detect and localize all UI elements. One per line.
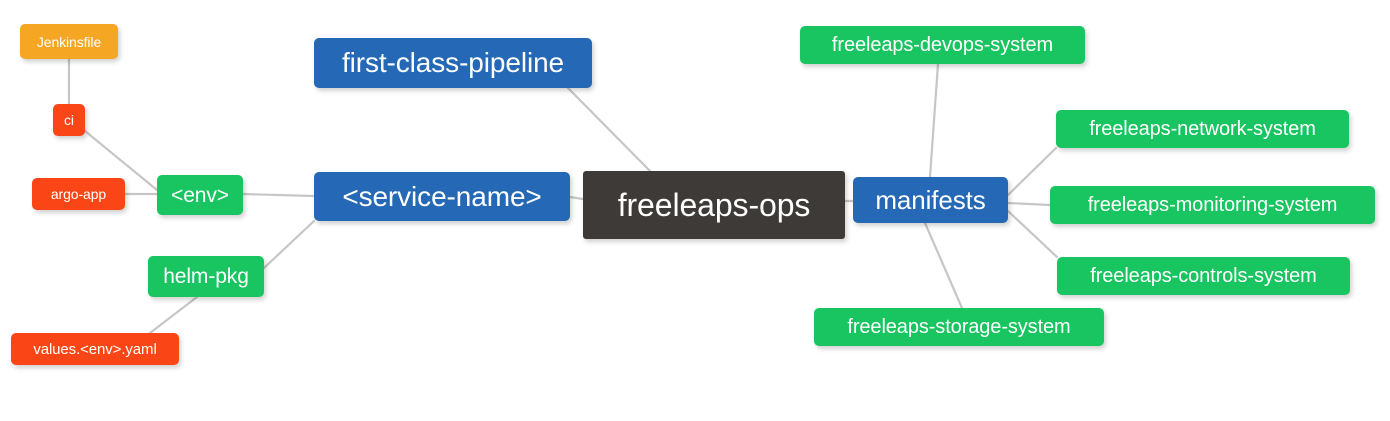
node-manifests[interactable]: manifests: [853, 177, 1008, 223]
node-label: ci: [64, 112, 74, 128]
node-first-class-pipeline[interactable]: first-class-pipeline: [314, 38, 592, 88]
node-label: helm-pkg: [163, 265, 249, 288]
edge-first-class-pipeline-to-freeleaps-ops: [566, 86, 652, 173]
edge-manifests-to-freeleaps-storage-system: [923, 221, 964, 310]
node-env[interactable]: <env>: [157, 175, 243, 215]
edge-manifests-to-freeleaps-monitoring-system: [1006, 201, 1052, 207]
node-label: <env>: [171, 183, 229, 207]
node-freeleaps-storage-system[interactable]: freeleaps-storage-system: [814, 308, 1104, 346]
node-freeleaps-ops[interactable]: freeleaps-ops: [583, 171, 845, 239]
node-label: argo-app: [50, 186, 107, 202]
node-freeleaps-devops-system[interactable]: freeleaps-devops-system: [800, 26, 1085, 64]
edge-manifests-to-freeleaps-devops-system: [928, 62, 940, 179]
edge-manifests-to-freeleaps-network-system: [1006, 146, 1058, 197]
edge-values-yaml-to-helm-pkg: [148, 295, 199, 335]
node-service-name[interactable]: <service-name>: [314, 172, 570, 221]
edge-helm-pkg-to-service-name: [262, 219, 316, 270]
node-freeleaps-controls-system[interactable]: freeleaps-controls-system: [1057, 257, 1350, 295]
node-label: values.<env>.yaml: [33, 340, 157, 358]
node-label: manifests: [875, 185, 986, 215]
node-label: freeleaps-ops: [617, 187, 811, 223]
node-label: <service-name>: [342, 180, 542, 212]
edge-env-to-service-name: [241, 192, 316, 198]
node-label: freeleaps-devops-system: [831, 34, 1054, 56]
node-label: freeleaps-storage-system: [847, 316, 1071, 338]
node-freeleaps-monitoring-system[interactable]: freeleaps-monitoring-system: [1050, 186, 1375, 224]
node-label: freeleaps-controls-system: [1090, 265, 1317, 287]
node-label: Jenkinsfile: [36, 33, 102, 50]
node-label: first-class-pipeline: [341, 47, 565, 78]
node-freeleaps-network-system[interactable]: freeleaps-network-system: [1056, 110, 1349, 148]
node-ci[interactable]: ci: [53, 104, 85, 136]
node-label: freeleaps-monitoring-system: [1087, 194, 1338, 216]
node-label: freeleaps-network-system: [1089, 118, 1316, 140]
node-argo-app[interactable]: argo-app: [32, 178, 125, 210]
node-values-yaml[interactable]: values.<env>.yaml: [11, 333, 179, 365]
node-jenkinsfile[interactable]: Jenkinsfile: [20, 24, 118, 59]
node-helm-pkg[interactable]: helm-pkg: [148, 256, 264, 297]
edge-service-name-to-freeleaps-ops: [568, 195, 585, 201]
